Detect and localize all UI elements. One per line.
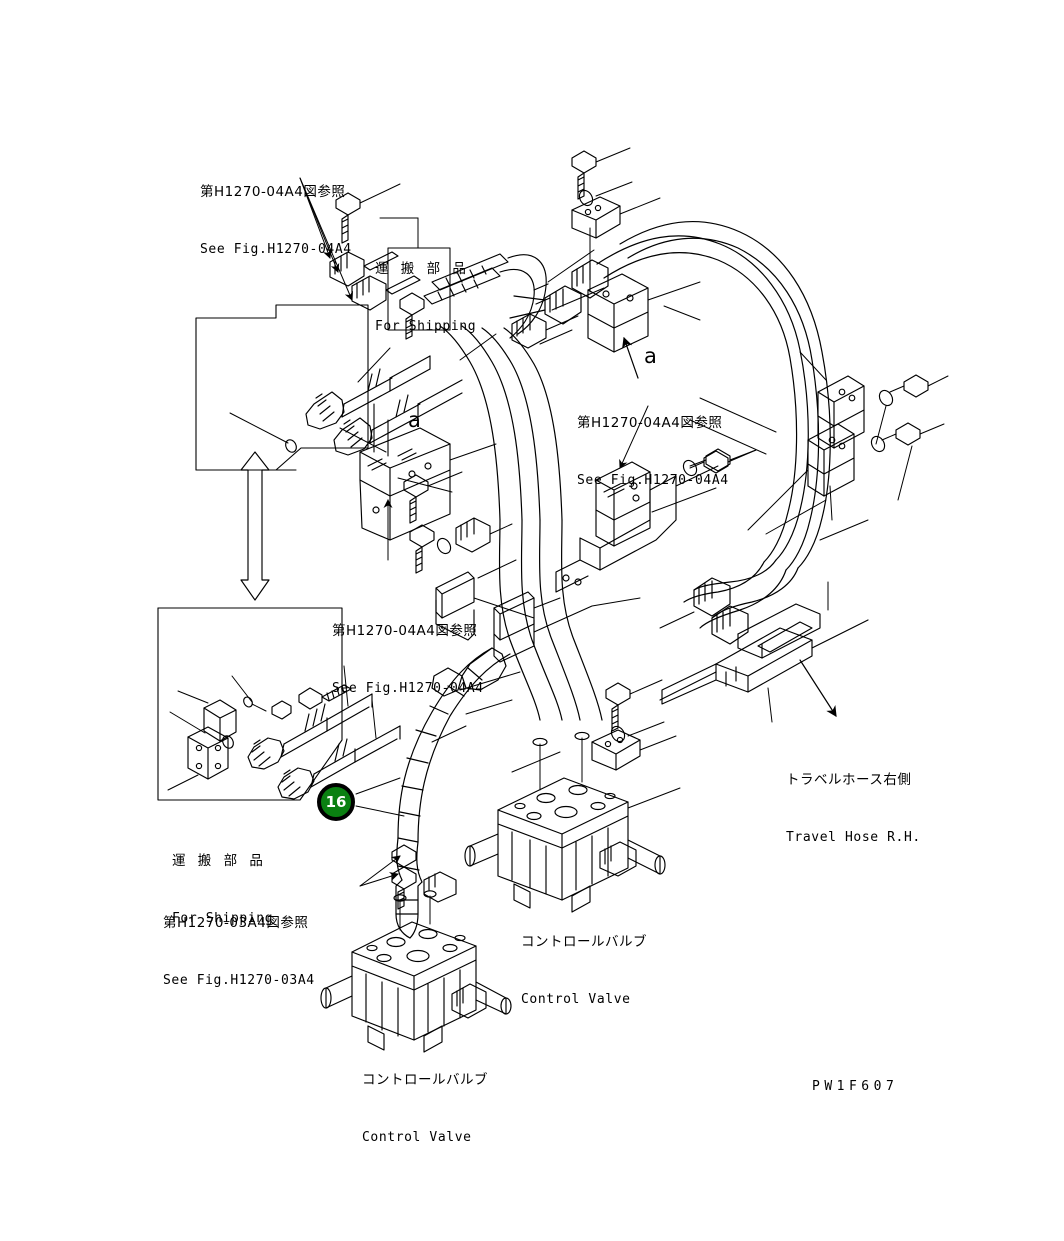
label-travel-hose-rh-en: Travel Hose R.H. [786,830,921,846]
label-ref-03a4: 第H1270-03A4図参照 See Fig.H1270-03A4 [163,874,315,1031]
main-hose-routing [397,220,831,843]
shipping-swap-arrow [157,451,297,609]
label-control-valve-bottom-en: Control Valve [362,1130,472,1146]
label-ref-top-left-jp: 第H1270-04A4図参照 [200,183,346,200]
hose-clamp-left-lower [435,571,535,641]
shipping-hose-assembly-bottom [167,665,401,800]
label-control-valve-bottom-jp: コントロールバルブ [362,1071,488,1088]
detail-marker-a-left: a [408,408,421,432]
top-center-bracket-group [547,147,701,379]
label-travel-hose-rh: トラベルホース右側 Travel Hose R.H. [786,731,921,888]
top-left-fittings [299,177,451,340]
control-valve-right [464,731,681,913]
label-control-valve-right-en: Control Valve [521,992,631,1008]
drawing-number: PW1F607 [812,1079,899,1094]
manifold-block-left [339,403,513,574]
travel-hose-rh-detail [659,581,869,723]
label-ref-03a4-jp: 第H1270-03A4図参照 [163,914,309,931]
label-ref-03a4-en: See Fig.H1270-03A4 [163,973,315,989]
label-control-valve-right: コントロールバルブ Control Valve [521,893,647,1050]
label-ref-top-left-en: See Fig.H1270-04A4 [200,242,352,258]
right-valve-hardware [511,679,677,773]
shipping-box-bottom-outline [157,607,343,801]
right-side-hardware [689,351,949,535]
label-travel-hose-rh-jp: トラベルホース右側 [786,771,912,788]
label-ref-lower-left-jp: 第H1270-04A4図参照 [332,622,478,639]
label-for-shipping-bottom-en: For Shipping [172,911,274,927]
leader-lines [355,305,869,817]
bottom-valve-hardware [359,844,457,910]
label-for-shipping-bottom-jp: 運 搬 部 品 [172,852,267,869]
label-ref-middle-jp: 第H1270-04A4図参照 [577,414,723,431]
shipping-box-top-outline [195,304,369,471]
detail-marker-a-center: a [644,344,657,368]
label-for-shipping-top-jp: 運 搬 部 品 [375,260,470,277]
label-for-shipping-top-en: For Shipping [375,319,477,335]
label-ref-lower-left-en: See Fig.H1270-04A4 [332,681,484,697]
part-callout-16[interactable]: 16 [317,783,355,821]
label-ref-lower-left: 第H1270-04A4図参照 See Fig.H1270-04A4 [332,582,484,739]
top-left-hose-pair [423,253,579,349]
label-ref-middle: 第H1270-04A4図参照 See Fig.H1270-04A4 [577,374,729,531]
label-control-valve-right-jp: コントロールバルブ [521,933,647,950]
control-valve-bottom [320,890,512,1053]
hose-clamp-pair-center [493,591,641,663]
shipping-hose-assembly-top [229,333,497,456]
label-control-valve-bottom: コントロールバルブ Control Valve [362,1031,488,1188]
label-for-shipping-top: 運 搬 部 品 For Shipping [375,220,476,377]
label-ref-middle-en: See Fig.H1270-04A4 [577,473,729,489]
label-ref-top-left: 第H1270-04A4図参照 See Fig.H1270-04A4 [200,143,352,300]
label-for-shipping-bottom: 運 搬 部 品 For Shipping [172,812,273,969]
